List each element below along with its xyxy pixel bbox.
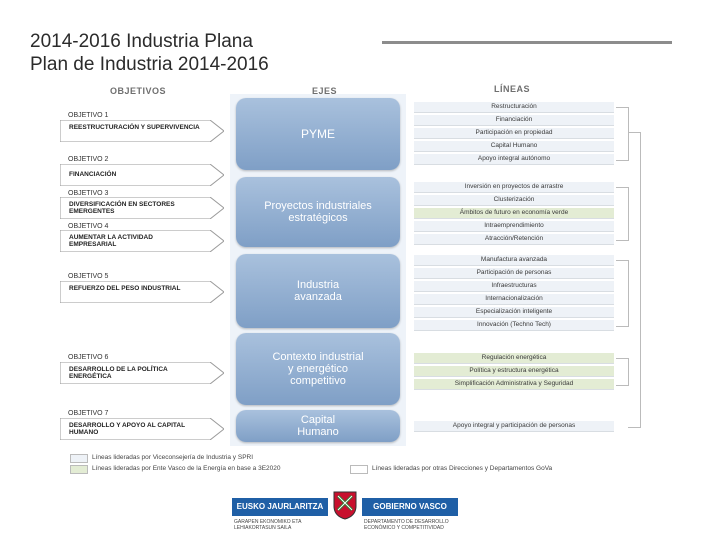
objective-7-label: OBJETIVO 7 [68,410,109,417]
axis-competitive-context: Contexto industrial y energético competi… [236,333,400,405]
line-item: Participación en propiedad [414,128,614,139]
line-item: Inversión en proyectos de arrastre [414,182,614,193]
logo-right-subtitle: DEPARTAMENTO DE DESARROLLO ECONÓMICO Y C… [364,519,449,531]
title-line-1: 2014-2016 Industria Plana [30,31,253,52]
lines-header: LÍNEAS [494,84,531,94]
objective-1-label: OBJETIVO 1 [68,112,109,119]
line-item: Innovación (Techno Tech) [414,320,614,331]
legend-text-3: Líneas lideradas por otras Direcciones y… [372,465,553,472]
slide-title: 2014-2016 Industria Plana Plan de Indust… [30,30,360,76]
bracket-group-1 [616,107,629,161]
line-item: Ámbitos de futuro en economía verde [414,208,614,219]
title-rule [382,41,672,44]
logo-left-name: EUSKO JAURLARITZA [232,498,328,516]
line-item: Restructuración [414,102,614,113]
legend-swatch-1 [70,454,88,463]
bracket-group-3 [616,260,629,327]
bracket-outer [628,132,641,428]
objective-4-label: OBJETIVO 4 [68,223,109,230]
objective-6-label: OBJETIVO 6 [68,354,109,361]
bracket-group-4 [616,358,629,386]
objectives-header: OBJETIVOS [110,86,167,96]
objective-4-text: AUMENTAR LA ACTIVIDAD EMPRESARIAL [69,234,153,248]
line-item: Manufactura avanzada [414,255,614,266]
axis-advanced-industry: Industria avanzada [236,254,400,328]
axis-strategic-projects: Proyectos industriales estratégicos [236,177,400,247]
legend-swatch-2 [70,465,88,474]
objective-3-text: DIVERSIFICACIÓN EN SECTORES EMERGENTES [69,201,175,215]
objective-6-arrow: DESARROLLO DE LA POLÍTICA ENERGÉTICA [60,362,224,384]
line-item: Financiación [414,115,614,126]
objective-1-arrow: REESTRUCTURACIÓN Y SUPERVIVENCIA [60,120,224,142]
line-item: Atracción/Retención [414,234,614,245]
objective-6-text: DESARROLLO DE LA POLÍTICA ENERGÉTICA [69,366,168,380]
objective-4-arrow: AUMENTAR LA ACTIVIDAD EMPRESARIAL [60,230,224,252]
objective-7-text: DESARROLLO Y APOYO AL CAPITAL HUMANO [69,422,185,436]
line-item: Infraestructuras [414,281,614,292]
line-item: Internacionalización [414,294,614,305]
axes-header: EJES [312,86,338,96]
objective-2-text: FINANCIACIÓN [69,171,117,178]
coat-of-arms-icon [332,490,358,520]
objective-5-text: REFUERZO DEL PESO INDUSTRIAL [69,285,181,292]
legend-swatch-3 [350,465,368,474]
line-item: Regulación energética [414,353,614,364]
title-line-2: Plan de Industria 2014-2016 [30,54,269,75]
axis-pyme: PYME [236,98,400,170]
line-item: Política y estructura energética [414,366,614,377]
line-item: Capital Humano [414,141,614,152]
objective-5-arrow: REFUERZO DEL PESO INDUSTRIAL [60,281,224,303]
legend-text-2: Líneas lideradas por Ente Vasco de la En… [92,465,281,472]
line-item: Clusterización [414,195,614,206]
objective-2-label: OBJETIVO 2 [68,156,109,163]
objective-5-label: OBJETIVO 5 [68,273,109,280]
objective-1-text: REESTRUCTURACIÓN Y SUPERVIVENCIA [69,124,200,131]
line-item: Intraemprendimiento [414,221,614,232]
logo-right-name: GOBIERNO VASCO [362,498,458,516]
objective-3-arrow: DIVERSIFICACIÓN EN SECTORES EMERGENTES [60,197,224,219]
objective-2-arrow: FINANCIACIÓN [60,164,224,186]
bracket-group-2 [616,187,629,241]
legend-text-1: Líneas lideradas por Viceconsejería de I… [92,454,254,461]
objective-3-label: OBJETIVO 3 [68,190,109,197]
line-item: Especialización inteligente [414,307,614,318]
objective-7-arrow: DESARROLLO Y APOYO AL CAPITAL HUMANO [60,418,224,440]
line-item: Participación de personas [414,268,614,279]
axis-human-capital: Capital Humano [236,410,400,442]
line-item: Apoyo integral autónomo [414,154,614,165]
line-item: Simplificación Administrativa y Segurida… [414,379,614,390]
line-item: Apoyo integral y participación de person… [414,421,614,432]
logo-left-subtitle: GARAPEN EKONOMIKO ETA LEHIAKORTASUN SAIL… [234,519,302,531]
